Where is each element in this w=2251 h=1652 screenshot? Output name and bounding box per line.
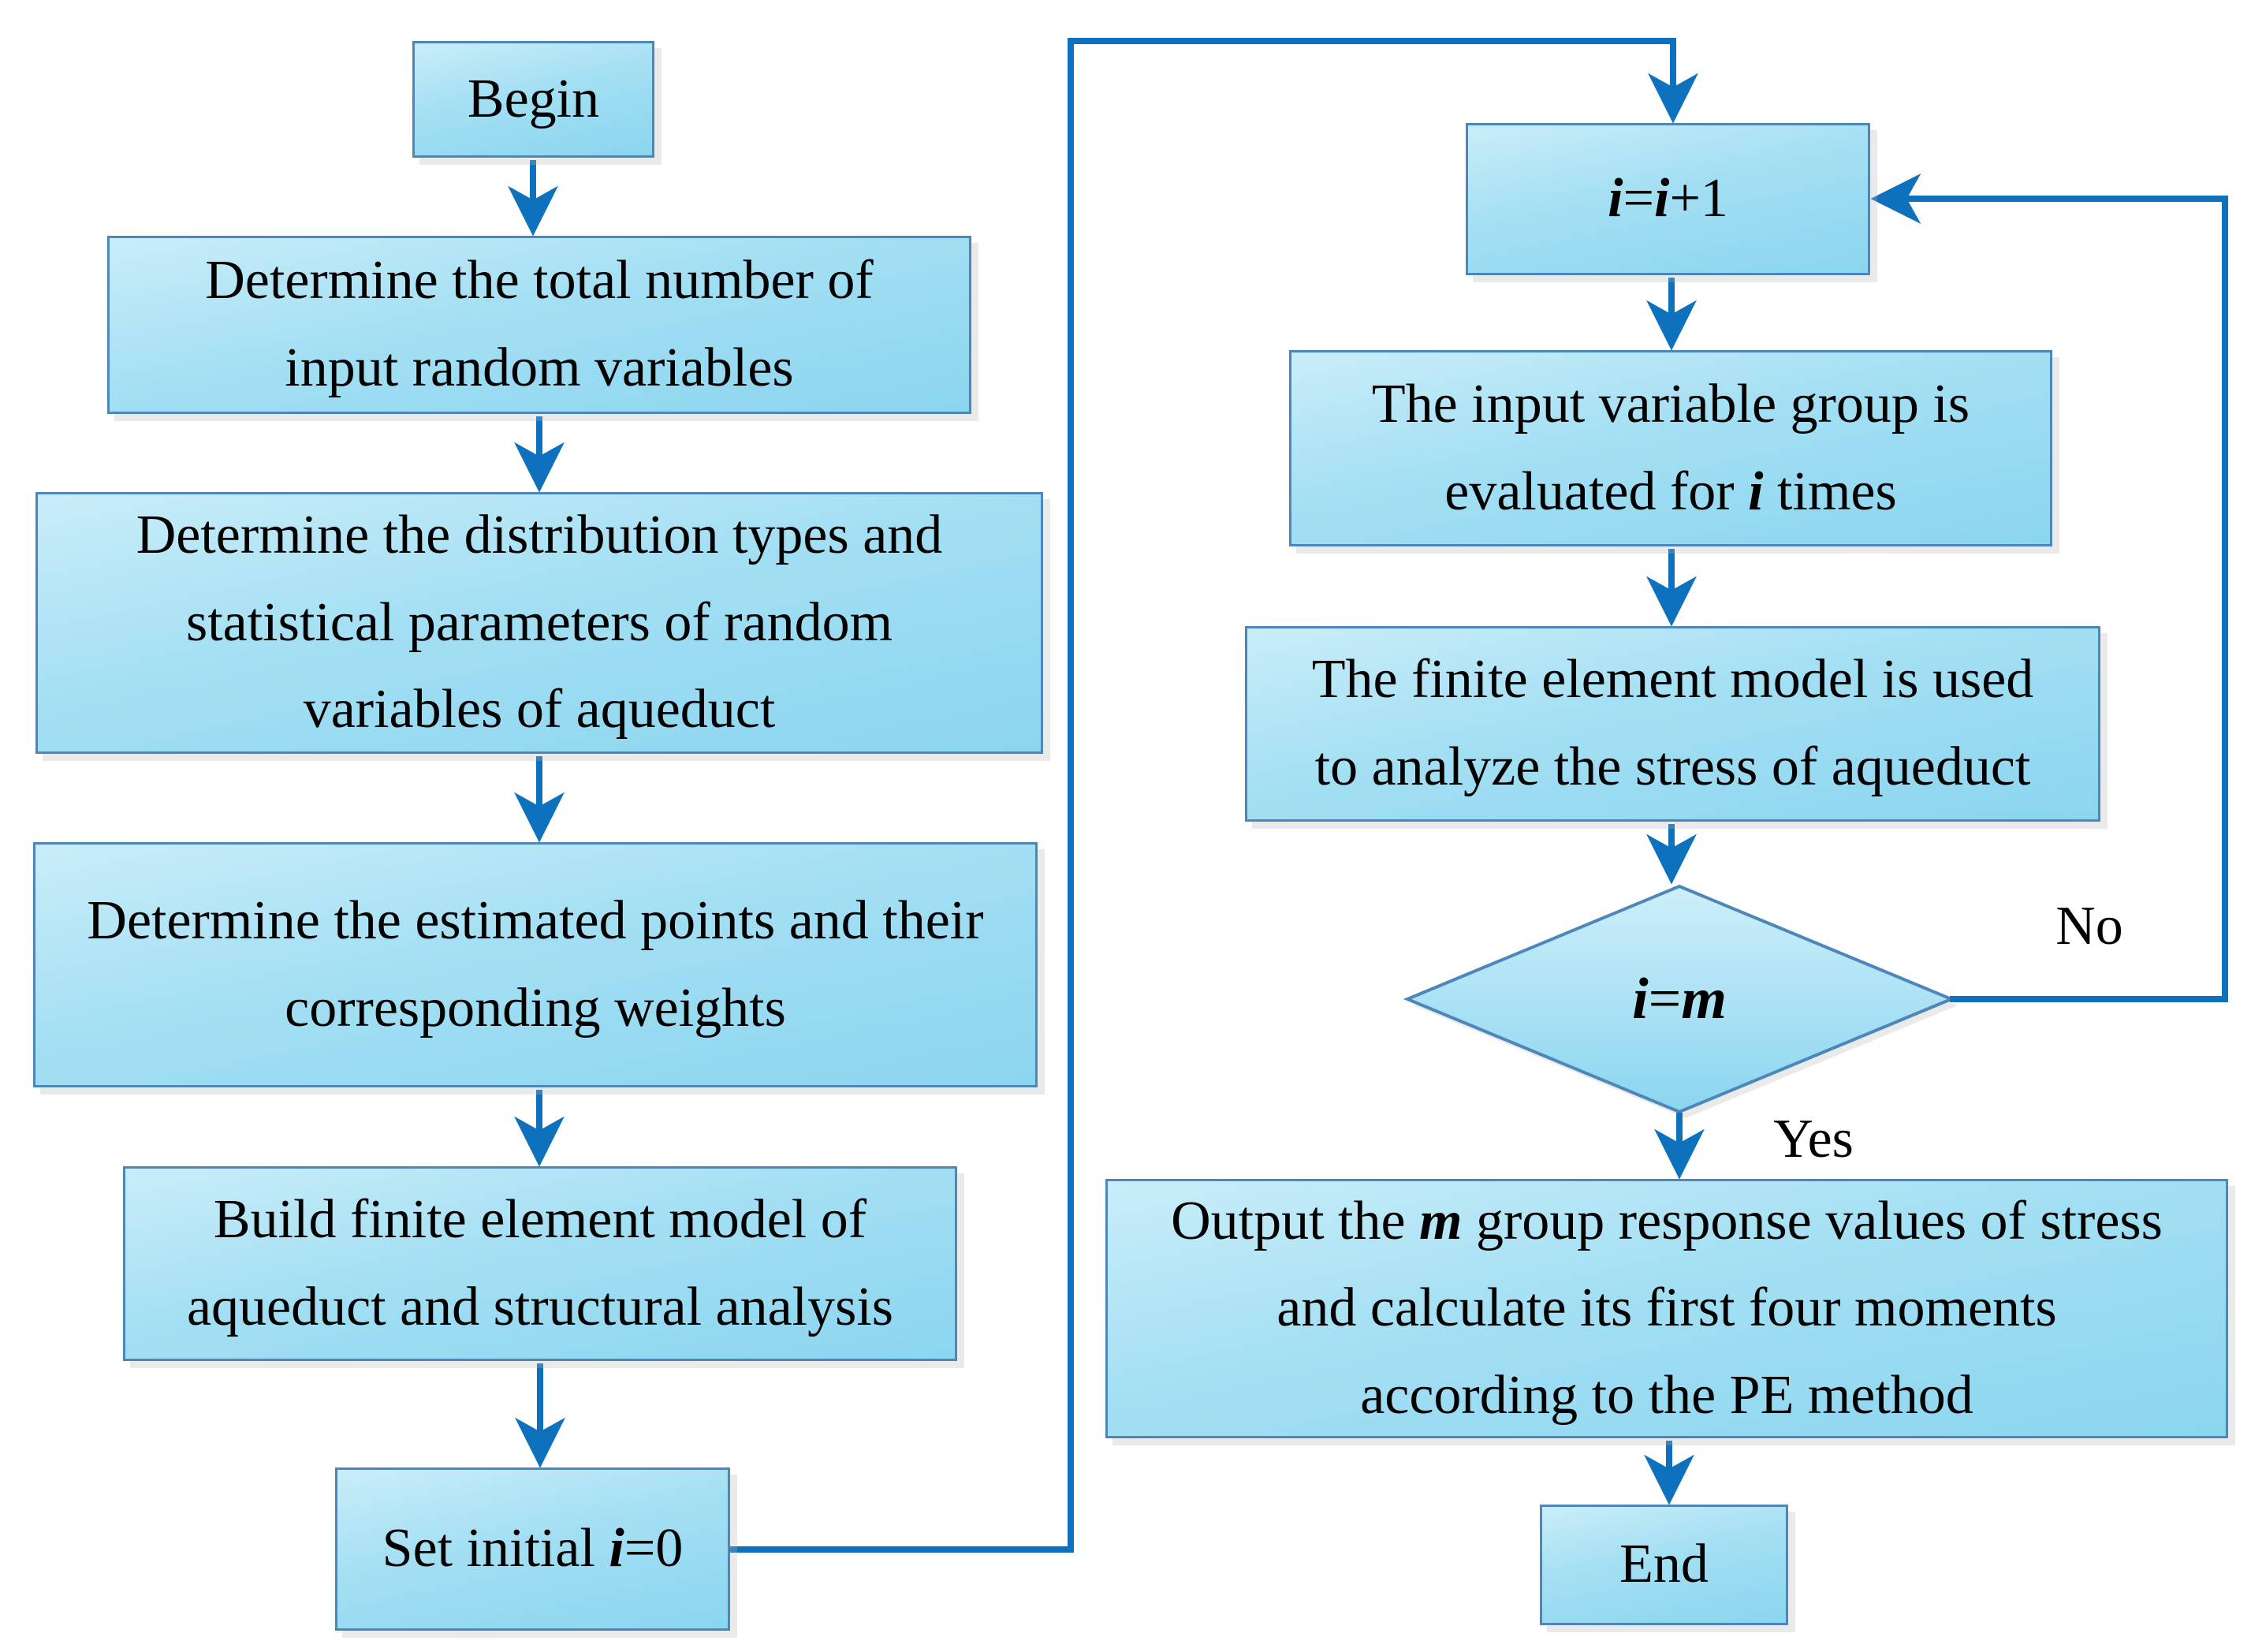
- connector-decision-no-to-inc: [1870, 173, 2228, 1002]
- node-begin: Begin: [412, 41, 654, 158]
- node-label-line: i=m: [1632, 966, 1727, 1031]
- node-label-line: The input variable group is: [1371, 373, 1970, 434]
- node-label-line: and calculate its first four moments: [1276, 1277, 2057, 1339]
- node-label-line: Begin: [467, 68, 600, 129]
- node-estimated-points-weights: Determine the estimated points and their…: [33, 842, 1038, 1087]
- node-evaluate-input-group: The input variable group is evaluated for…: [1289, 350, 2052, 546]
- node-label-line: Determine the total number of: [205, 250, 874, 311]
- node-end: End: [1540, 1505, 1788, 1625]
- node-label-line: input random variables: [285, 337, 794, 398]
- node-label-line: evaluated for i times: [1444, 461, 1897, 522]
- node-label-line: to analyze the stress of aqueduct: [1314, 737, 2031, 797]
- node-label-line: corresponding weights: [285, 977, 786, 1039]
- node-label-line: Determine the distribution types and: [136, 505, 943, 566]
- node-label-line: Output the m group response values of st…: [1171, 1190, 2163, 1251]
- node-label-line: according to the PE method: [1360, 1364, 1973, 1426]
- node-output-moments: Output the m group response values of st…: [1105, 1179, 2228, 1438]
- branch-label-yes: Yes: [1773, 1109, 1854, 1169]
- node-increment-i: i=i+1: [1466, 123, 1870, 275]
- node-label-line: statistical parameters of random: [185, 591, 893, 653]
- node-analyze-stress: The finite element model is used to analy…: [1245, 626, 2100, 822]
- node-total-number-of-variables: Determine the total number of input rando…: [107, 236, 971, 414]
- node-label-line: variables of aqueduct: [303, 679, 776, 740]
- node-distribution-types-parameters: Determine the distribution types and stat…: [35, 492, 1043, 754]
- node-label-line: i=i+1: [1608, 168, 1728, 229]
- node-label-line: aqueduct and structural analysis: [186, 1276, 894, 1337]
- decision-i-equals-m: i=m: [1407, 886, 1951, 1112]
- node-label-line: End: [1619, 1534, 1709, 1595]
- node-set-initial-i: Set initial i=0: [335, 1467, 730, 1631]
- node-label-line: The finite element model is used: [1311, 649, 2034, 710]
- node-label-line: Build finite element model of: [213, 1188, 867, 1250]
- node-label-line: Determine the estimated points and their: [87, 889, 984, 951]
- node-build-finite-element-model: Build finite element model of aqueduct an…: [123, 1166, 957, 1361]
- branch-label-no: No: [2055, 896, 2123, 957]
- node-label-line: Set initial i=0: [382, 1518, 684, 1579]
